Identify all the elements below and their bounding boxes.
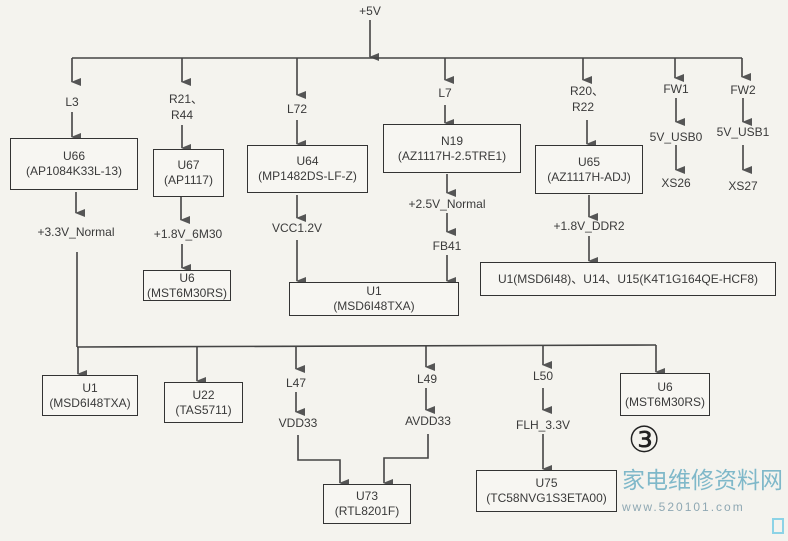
- logo-mark-icon: [772, 518, 784, 534]
- fw2-label: FW2: [730, 83, 756, 97]
- l72-label: L72: [286, 102, 308, 116]
- site-logo: 家电维修资料网 www.520101.com: [622, 468, 788, 538]
- ic-part: (TC58NVG1S3ETA00): [486, 491, 607, 505]
- rail-5v-usb0: 5V_USB0: [649, 130, 703, 144]
- r20-label: R20、: [569, 84, 605, 98]
- u1-load-box: U1 (MSD6I48TXA): [289, 282, 459, 316]
- rail-1v8-6m30: +1.8V_6M30: [153, 227, 223, 241]
- figure-number: ③: [628, 419, 661, 460]
- ic-ref: N19: [440, 133, 463, 148]
- ic-part: (TAS5711): [175, 402, 232, 417]
- ic-ref: U22: [192, 387, 215, 402]
- u73-phy-box: U73 (RTL8201F): [323, 484, 411, 524]
- xs26-connector: XS26: [661, 176, 691, 190]
- l7-label: L7: [438, 86, 452, 100]
- ic-part: (AZ1117H-2.5TRE1): [397, 148, 507, 163]
- u65-regulator-box: U65 (AZ1117H-ADJ): [535, 145, 643, 194]
- ic-ref: U67: [177, 158, 200, 172]
- ic-ref: U6: [657, 379, 673, 394]
- ic-part: (AP1117): [164, 173, 213, 187]
- u64-regulator-box: U64 (MP1482DS-LF-Z): [247, 145, 368, 193]
- l50-label: L50: [532, 369, 554, 383]
- u66-regulator-box: U66 (AP1084K33L-13): [10, 138, 138, 190]
- u75-flash-box: U75 (TC58NVG1S3ETA00): [476, 470, 617, 512]
- n19-regulator-box: N19 (AZ1117H-2.5TRE1): [383, 124, 521, 173]
- rail-3v3-normal: +3.3V_Normal: [37, 225, 115, 239]
- ic-part: (MP1482DS-LF-Z): [258, 169, 357, 183]
- rail-avdd33: AVDD33: [405, 414, 451, 428]
- ddr-load-text: U1(MSD6I48)、U14、U15(K4T1G164QE-HCF8): [497, 271, 759, 286]
- rail-1v8-ddr2: +1.8V_DDR2: [553, 219, 625, 233]
- ic-part: (MST6M30RS): [624, 394, 705, 409]
- xs27-connector: XS27: [728, 179, 758, 193]
- r22-label: R22: [571, 100, 595, 114]
- ic-part: (MSD6I48TXA): [333, 299, 415, 313]
- rail-2v5-normal: +2.5V_Normal: [408, 197, 486, 211]
- logo-url: www.520101.com: [622, 500, 745, 514]
- ic-ref: U75: [535, 476, 558, 490]
- fw1-label: FW1: [663, 82, 689, 96]
- ic-part: (MSD6I48TXA): [49, 395, 131, 410]
- u1-msd-box: U1 (MSD6I48TXA): [42, 375, 138, 416]
- ic-ref: U1: [82, 380, 98, 395]
- u67-regulator-box: U67 (AP1117): [153, 149, 224, 197]
- l49-label: L49: [416, 372, 438, 386]
- l47-label: L47: [285, 376, 307, 390]
- fb41-label: FB41: [432, 239, 462, 253]
- u6-load-box: U6 (MST6M30RS): [143, 270, 231, 301]
- ic-ref: U6: [179, 270, 195, 285]
- r21-label: R21、: [168, 92, 204, 106]
- ic-part: (MST6M30RS): [146, 285, 227, 300]
- rail-vcc1v2: VCC1.2V: [271, 221, 323, 235]
- ic-ref: U1: [366, 284, 382, 298]
- ddr-load-box: U1(MSD6I48)、U14、U15(K4T1G164QE-HCF8): [480, 262, 776, 296]
- source-label-5v: +5V: [359, 4, 381, 18]
- rail-5v-usb1: 5V_USB1: [716, 125, 770, 139]
- rail-vdd33: VDD33: [278, 416, 318, 430]
- ic-part: (AP1084K33L-13): [25, 164, 123, 178]
- ic-ref: U66: [62, 149, 85, 163]
- ic-ref: U65: [577, 154, 600, 169]
- logo-text: 家电维修资料网: [622, 468, 783, 494]
- ic-ref: U64: [296, 154, 319, 168]
- ic-ref: U73: [355, 489, 378, 503]
- u22-amp-box: U22 (TAS5711): [164, 382, 243, 423]
- l3-label: L3: [65, 95, 79, 109]
- r44-label: R44: [170, 108, 194, 122]
- ic-part: (AZ1117H-ADJ): [547, 169, 631, 184]
- rail-flh-3v3: FLH_3.3V: [515, 418, 571, 432]
- ic-part: (RTL8201F): [334, 504, 400, 518]
- u6-scaler-box: U6 (MST6M30RS): [620, 373, 710, 416]
